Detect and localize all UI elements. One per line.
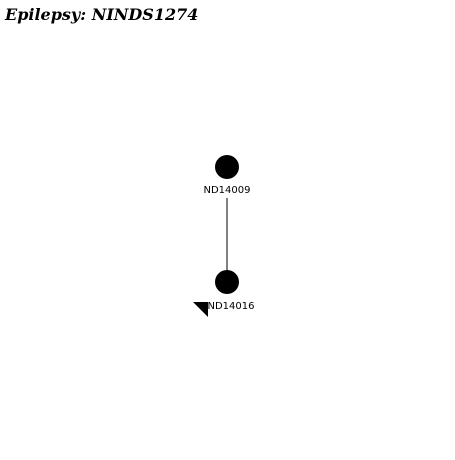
affected-female-symbol [215,155,239,179]
individual-nd14016[interactable]: ND14016 [193,270,255,317]
individual-label: ND14016 [208,301,255,312]
proband-arrow-icon [193,302,208,317]
individual-label: ND14009 [204,185,251,196]
affected-female-symbol [215,270,239,294]
pedigree-title: Epilepsy: NINDS1274 [5,5,199,24]
individual-nd14009[interactable]: ND14009 [204,155,251,196]
